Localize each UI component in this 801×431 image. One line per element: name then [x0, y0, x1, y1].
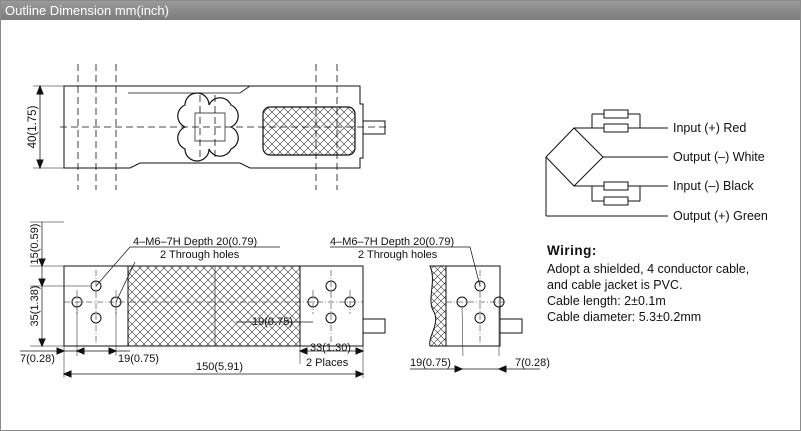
front-dim-150: 150(5.91)	[196, 361, 243, 373]
side-view	[330, 246, 540, 373]
wiring-line-4: Cable diameter: 5.3±0.2mm	[547, 310, 702, 324]
front-dim-19-left: 19(0.75)	[118, 353, 159, 365]
front-dim-35: 35(1.38)	[29, 286, 41, 327]
side-hole-note-1: 4–M6–7H Depth 20(0.79)	[330, 236, 454, 248]
wiring-title: Wiring:	[547, 243, 597, 258]
header-title: Outline Dimension mm(inch)	[5, 3, 169, 18]
front-dim-19-mid: 19(0.75)	[252, 316, 293, 328]
wiring-line-3: Cable length: 2±0.1m	[547, 294, 666, 308]
wire-label-output-neg: Output (–) White	[673, 150, 765, 164]
front-view	[20, 221, 386, 378]
header-bar: Outline Dimension mm(inch)	[1, 1, 800, 20]
front-dim-33: 33(1.30)	[310, 342, 351, 354]
front-dim-2places: 2 Places	[306, 357, 349, 369]
wire-label-output-pos: Output (+) Green	[673, 209, 768, 223]
wire-label-input-pos: Input (+) Red	[673, 121, 746, 135]
side-hole-note-2: 2 Through holes	[358, 249, 438, 261]
bridge-diagram	[545, 109, 668, 217]
front-hole-note-2: 2 Through holes	[160, 249, 240, 261]
top-view	[33, 64, 390, 190]
wiring-line-2: and cable jacket is PVC.	[547, 278, 683, 292]
front-hole-note-1: 4–M6–7H Depth 20(0.79)	[133, 236, 257, 248]
top-view-height-label: 40(1.75)	[27, 105, 39, 148]
side-dim-19: 19(0.75)	[410, 357, 451, 369]
wiring-line-1: Adopt a shielded, 4 conductor cable,	[547, 262, 750, 276]
side-dim-7: 7(0.28)	[515, 357, 550, 369]
wire-label-input-neg: Input (–) Black	[673, 179, 754, 193]
wiring-notes: Wiring: Adopt a shielded, 4 conductor ca…	[547, 243, 797, 325]
front-dim-15: 15(0.59)	[29, 224, 41, 265]
front-dim-7: 7(0.28)	[20, 353, 55, 365]
